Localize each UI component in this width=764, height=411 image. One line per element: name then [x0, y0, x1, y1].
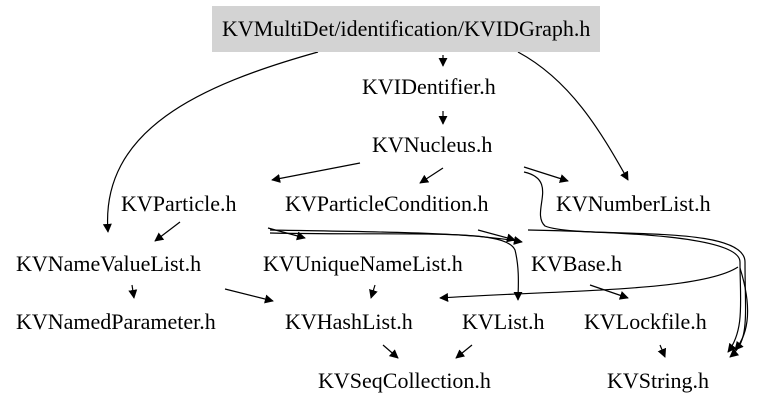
edge-kvuniquenamelist-kvhashlist: [369, 284, 378, 299]
edge-kvnamevaluelist-kvnamedparameter: [128, 284, 138, 299]
node-kvidgraph-root[interactable]: KVMultiDet/identification/KVIDGraph.h: [212, 6, 601, 52]
node-kvuniquenamelist[interactable]: KVUniqueNameList.h: [263, 251, 463, 276]
node-kvbase[interactable]: KVBase.h: [531, 251, 623, 276]
node-kvparticle[interactable]: KVParticle.h: [121, 191, 237, 216]
node-kvidentifier[interactable]: KVIDentifier.h: [362, 74, 496, 99]
edge-kvparticle-kvnamevaluelist: [154, 221, 181, 242]
node-kvstring[interactable]: KVString.h: [607, 368, 710, 393]
edge-kvnucleus-kvstring: [523, 171, 747, 358]
edge-kvlist-kvseqcollection: [455, 344, 473, 359]
node-kvparticlecondition[interactable]: KVParticleCondition.h: [285, 191, 489, 216]
edge-kvstring-kvhashlist: [439, 266, 739, 302]
edge-kvparticle-kvbase: [269, 229, 523, 245]
edge-kvparticlecondition-kvstring: [527, 229, 742, 353]
node-kvnucleus[interactable]: KVNucleus.h: [372, 132, 493, 157]
node-kvnamevaluelist[interactable]: KVNameValueList.h: [16, 251, 202, 276]
edge-kvnucleus-kvparticlecondition: [419, 167, 444, 184]
edge-kvparticle-kvlist: [269, 232, 523, 301]
node-kvlockfile[interactable]: KVLockfile.h: [584, 309, 707, 334]
edge-kvlockfile-kvstring: [657, 344, 667, 358]
node-kvlist[interactable]: KVList.h: [462, 309, 545, 334]
node-kvnamedparameter[interactable]: KVNamedParameter.h: [16, 309, 216, 334]
edge-kvnucleus-kvnumberlist: [523, 166, 569, 183]
edge-kvbase-kvstring: [734, 267, 749, 351]
edge-kvbase-kvlockfile: [589, 284, 629, 300]
edge-root-kvnamevaluelist: [102, 51, 319, 233]
edge-kvnamevaluelist-kvhashlist: [224, 288, 274, 304]
node-kvnumberlist[interactable]: KVNumberList.h: [556, 191, 711, 216]
node-kvseqcollection[interactable]: KVSeqCollection.h: [318, 368, 491, 393]
node-kvhashlist[interactable]: KVHashList.h: [285, 309, 413, 334]
edge-kvparticlecondition-kvbase: [477, 229, 516, 243]
edge-root-kvnumberlist: [517, 51, 629, 181]
edge-kvnucleus-kvparticle: [271, 162, 361, 183]
edge-kvhashlist-kvseqcollection: [382, 344, 399, 359]
